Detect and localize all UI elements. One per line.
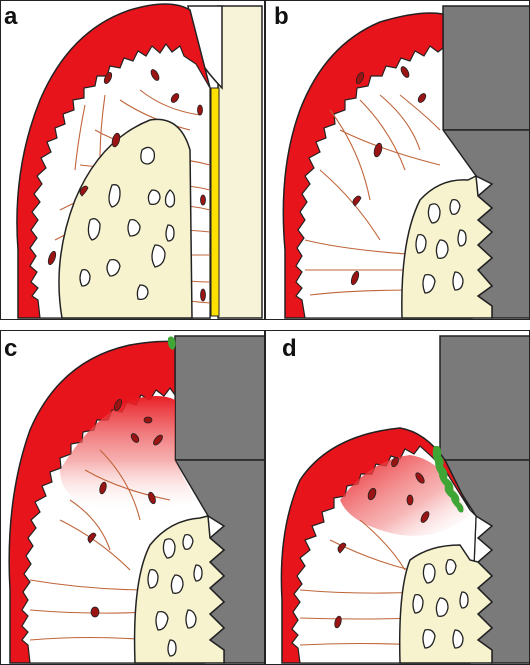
- panel-b: b: [265, 0, 530, 320]
- panel-d: d: [265, 330, 530, 665]
- implant-abutment: [443, 6, 530, 130]
- tooth-root: [218, 6, 262, 318]
- panel-a: a: [0, 0, 265, 320]
- panel-c-label: c: [4, 335, 17, 362]
- panel-d-label: d: [282, 335, 297, 362]
- periodontal-ligament: [211, 88, 219, 316]
- implant-abutment-d: [440, 336, 530, 460]
- panel-a-label: a: [4, 3, 18, 30]
- panel-c: c: [0, 330, 265, 665]
- implant-abutment-c: [175, 336, 265, 460]
- panel-b-label: b: [274, 3, 289, 30]
